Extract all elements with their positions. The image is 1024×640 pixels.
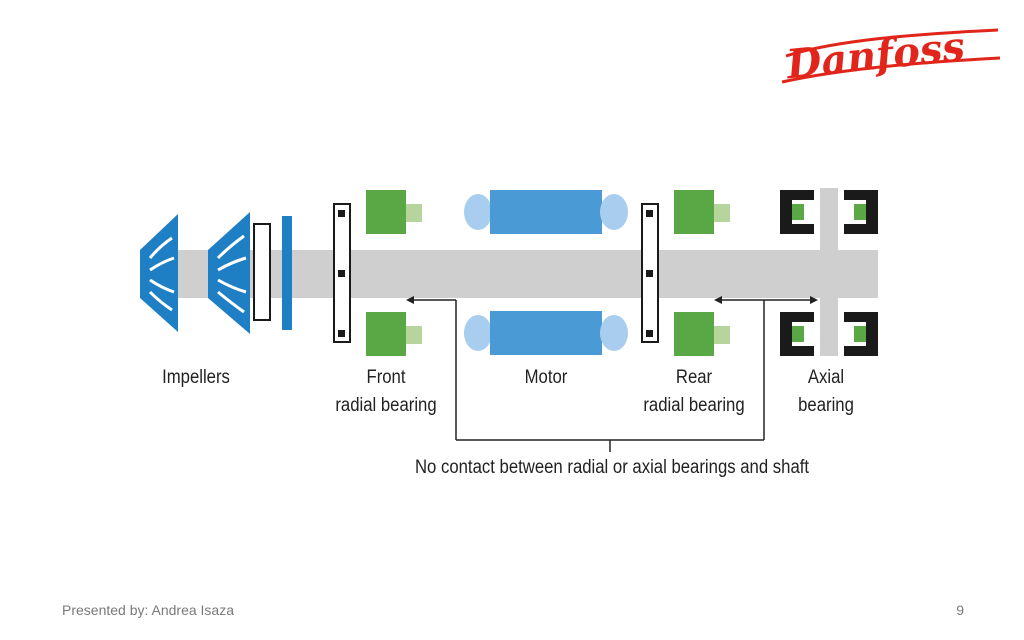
label-rear-line2: radial bearing: [643, 395, 745, 416]
label-front-radial-bearing: Front radial bearing: [324, 364, 447, 420]
danfoss-logo: Danfoss: [781, 23, 1001, 88]
label-rear-line1: Rear: [675, 367, 713, 388]
no-contact-bracket: [412, 299, 812, 452]
label-impellers: Impellers: [152, 364, 240, 392]
label-rear-radial-bearing: Rear radial bearing: [632, 364, 755, 420]
rear-radial-bearing: [641, 190, 730, 356]
page-number: 9: [956, 602, 964, 618]
axial-shaft-disc: [820, 188, 838, 356]
impeller-hub: [253, 223, 271, 321]
label-no-contact-text: No contact between radial or axial beari…: [414, 457, 810, 478]
label-axial-line1: Axial: [807, 367, 845, 388]
footer-presenter: Presented by: Andrea Isaza: [62, 602, 234, 618]
impeller-2: [208, 212, 250, 334]
label-axial-bearing: Axial bearing: [782, 364, 870, 420]
label-motor: Motor: [502, 364, 590, 392]
label-impellers-text: Impellers: [162, 367, 230, 388]
impeller-1: [140, 214, 178, 332]
axial-bearing: [780, 190, 878, 356]
label-no-contact-note: No contact between radial or axial beari…: [383, 454, 841, 482]
label-motor-text: Motor: [524, 367, 568, 388]
label-front-line1: Front: [366, 367, 406, 388]
motor: [464, 190, 628, 355]
thrust-disc: [282, 216, 292, 330]
label-front-line2: radial bearing: [335, 395, 437, 416]
label-axial-line2: bearing: [798, 395, 854, 416]
shaft: [176, 250, 878, 298]
arrowheads: [406, 296, 818, 304]
front-radial-bearing: [333, 190, 422, 356]
